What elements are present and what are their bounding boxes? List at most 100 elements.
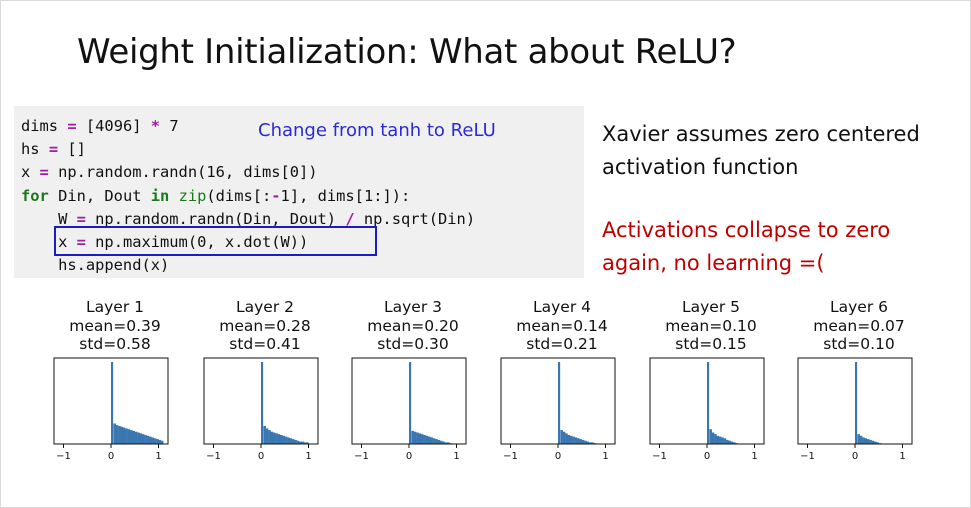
histogram-bar (113, 423, 116, 444)
x-tick-label: 1 (751, 451, 757, 462)
histogram-bar (134, 431, 138, 444)
histogram-bar (562, 431, 566, 444)
histogram-bar (442, 441, 445, 444)
x-tick-label: 1 (453, 451, 459, 462)
histogram-bar (718, 436, 722, 444)
histogram-bar (153, 438, 157, 444)
code-token: in (150, 186, 170, 205)
histogram-bar (284, 436, 288, 444)
histogram-bar (574, 437, 578, 444)
histogram-spike-bar (558, 362, 561, 444)
histogram-bar (579, 439, 582, 444)
histogram-spike-bar (409, 362, 412, 444)
histogram-bar (588, 442, 592, 444)
x-tick-label: 0 (406, 451, 412, 462)
histogram-bar (146, 435, 150, 444)
code-token: = (67, 117, 77, 135)
histogram-bar (716, 435, 720, 444)
x-tick-label: 1 (305, 451, 311, 462)
code-token: = (76, 232, 86, 251)
histogram-bar (272, 432, 276, 444)
collapse-note: Activations collapse to zero again, no l… (602, 218, 891, 275)
histogram-bar (287, 437, 290, 444)
slide-title: Weight Initialization: What about ReLU? (77, 32, 737, 72)
code-token: dims (21, 117, 68, 135)
code-token: np.sqrt(Din) (354, 209, 476, 228)
histogram-bar (265, 428, 269, 444)
histogram-bar (721, 437, 724, 444)
code-token: * (150, 117, 161, 135)
histogram-bar (137, 432, 140, 444)
histogram-bar (263, 425, 266, 444)
histogram-bar (115, 425, 119, 444)
histogram-bar (139, 433, 143, 444)
histogram-bar (876, 442, 879, 444)
code-token: [4096] (76, 117, 151, 135)
x-tick-label: 1 (899, 451, 905, 462)
x-tick-label: 1 (155, 451, 161, 462)
histogram-bar (569, 435, 573, 444)
x-tick-label: −1 (503, 451, 518, 462)
histogram-bar (586, 441, 590, 444)
code-token: = (76, 209, 86, 228)
histogram-bar (416, 432, 419, 444)
histogram-bar (432, 438, 436, 444)
code-token: [] (58, 140, 86, 159)
histogram-bar (581, 439, 585, 444)
histogram-bar (151, 437, 154, 444)
histogram-bar (857, 434, 860, 444)
histogram-std: std=0.41 (229, 335, 301, 353)
histogram-std: std=0.10 (823, 335, 895, 353)
histogram-bar (577, 438, 580, 444)
histogram-bar (425, 435, 429, 444)
code-line: for Din, Dout in zip(dims[:-1], dims[1:]… (21, 185, 475, 208)
histogram-bar (130, 430, 133, 444)
histogram-bar (733, 442, 736, 444)
histogram-bar (420, 434, 424, 444)
histogram-title: Layer 6 (829, 298, 888, 316)
histogram-bar (296, 440, 300, 444)
histogram-bar (567, 434, 571, 444)
code-line: x = np.maximum(0, x.dot(W)) (21, 231, 475, 254)
histogram-bar (439, 440, 443, 444)
histogram-bar (428, 436, 431, 444)
code-token: x (21, 163, 40, 182)
histogram-bar (730, 441, 734, 444)
histogram-bar (565, 433, 568, 444)
histogram-bar (306, 442, 309, 444)
histogram-bar (270, 431, 274, 444)
histogram-bar (723, 438, 727, 444)
histogram-title: Layer 2 (235, 298, 294, 316)
histogram-bar (120, 426, 124, 444)
code-token: hs.append(x) (21, 256, 170, 275)
histogram-bar (572, 436, 575, 444)
code-line: x = np.random.randn(16, dims[0]) (21, 161, 475, 184)
histogram-bar (864, 438, 868, 444)
histogram-bar (289, 438, 293, 444)
histogram-mean: mean=0.39 (69, 316, 161, 335)
histogram-bar (141, 434, 145, 444)
histogram-bar (444, 442, 448, 444)
code-token: = (48, 140, 59, 159)
histogram-bar (714, 434, 717, 444)
histogram-bar (711, 432, 715, 444)
code-token: zip (178, 186, 207, 205)
code-token (169, 187, 178, 205)
code-block-background (14, 106, 584, 278)
histogram-bar (430, 437, 433, 444)
histogram-bar (160, 440, 164, 444)
histogram-spike-bar (855, 362, 858, 444)
code-token: = (39, 163, 49, 182)
histogram-title: Layer 3 (383, 298, 442, 316)
histogram-bar (268, 430, 271, 444)
code-line: hs.append(x) (21, 254, 475, 277)
